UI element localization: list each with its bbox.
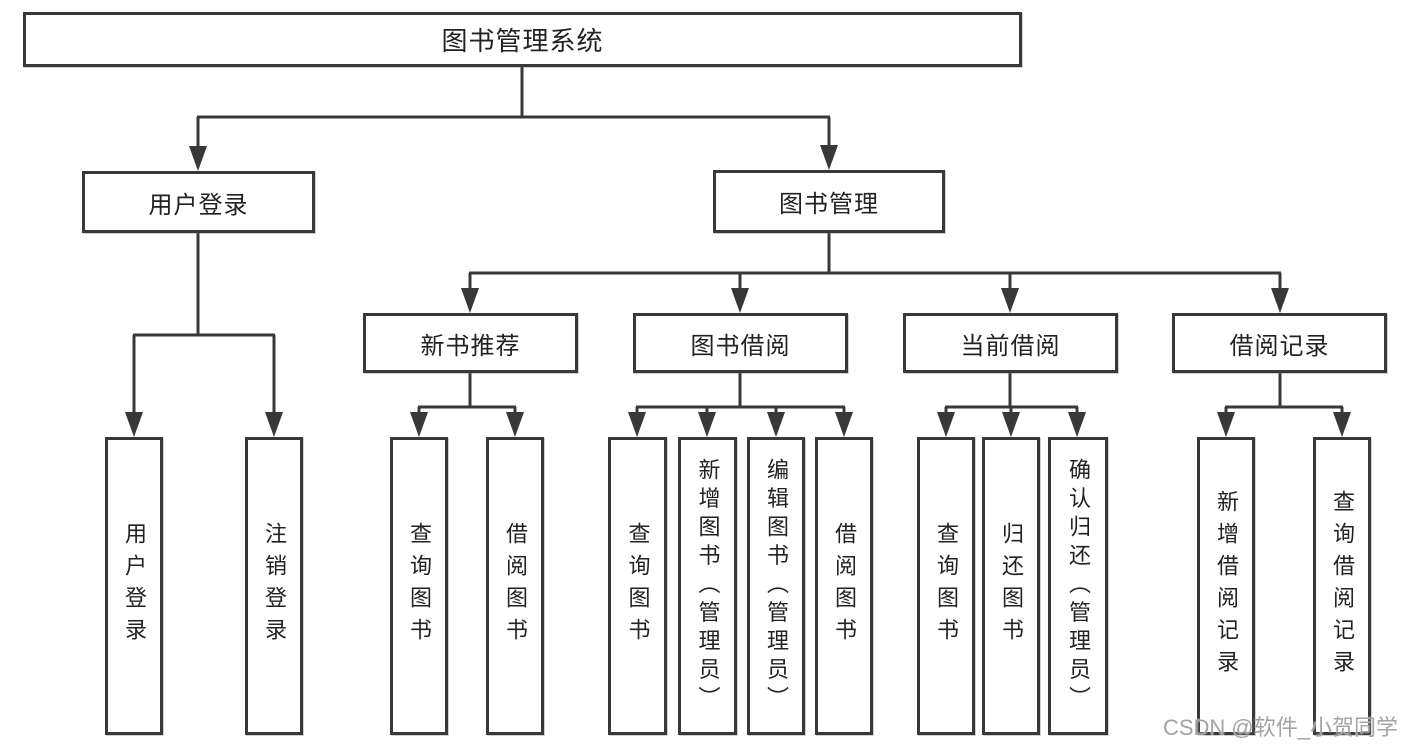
node-add-book-admin-label: 新增图书（管理员） [695,457,721,715]
node-new-book-recommend: 新书推荐 [363,313,578,373]
node-book-management: 图书管理 [713,170,945,233]
node-borrow-books-borrowing-label: 借阅图书 [832,522,857,650]
node-borrow-books-borrowing: 借阅图书 [815,437,873,735]
node-new-book-recommend-label: 新书推荐 [420,332,521,360]
node-add-book-admin: 新增图书（管理员） [678,437,737,735]
node-root: 图书管理系统 [23,12,1022,67]
watermark-text: CSDN @软件_小贺同学 [1162,715,1398,740]
node-confirm-return-admin-label: 确认归还（管理员） [1066,457,1091,715]
node-query-books-borrowing-label: 查询图书 [625,522,651,650]
node-user-login: 用户登录 [82,171,315,233]
node-borrowing-records-label: 借阅记录 [1229,332,1330,360]
node-borrowing-records: 借阅记录 [1172,313,1387,373]
node-query-books-recommend: 查询图书 [390,437,448,735]
node-book-borrowing-label: 图书借阅 [690,332,791,360]
node-confirm-return-admin: 确认归还（管理员） [1048,437,1108,735]
node-query-books-current: 查询图书 [917,437,975,735]
node-login: 用户登录 [105,437,163,735]
node-query-books-current-label: 查询图书 [934,522,959,650]
node-login-label: 用户登录 [122,522,147,650]
node-borrow-books-recommend-label: 借阅图书 [503,522,528,650]
node-return-books-label: 归还图书 [999,522,1024,650]
node-user-login-label: 用户登录 [148,191,249,219]
node-current-borrowing: 当前借阅 [903,313,1118,373]
node-query-books-borrowing: 查询图书 [608,437,667,735]
node-current-borrowing-label: 当前借阅 [960,332,1061,360]
node-query-books-recommend-label: 查询图书 [407,522,432,650]
node-add-borrow-record: 新增借阅记录 [1197,437,1255,735]
node-logout: 注销登录 [245,437,303,735]
node-book-management-label: 图书管理 [779,191,879,218]
node-edit-book-admin: 编辑图书（管理员） [747,437,805,735]
node-book-borrowing: 图书借阅 [633,313,848,373]
node-query-borrow-record-label: 查询借阅记录 [1330,490,1355,682]
node-edit-book-admin-label: 编辑图书（管理员） [764,457,789,715]
node-return-books: 归还图书 [982,437,1040,735]
node-borrow-books-recommend: 借阅图书 [486,437,544,735]
node-logout-label: 注销登录 [262,522,287,650]
node-query-borrow-record: 查询借阅记录 [1313,437,1371,735]
node-add-borrow-record-label: 新增借阅记录 [1214,490,1239,682]
node-root-label: 图书管理系统 [441,26,604,56]
